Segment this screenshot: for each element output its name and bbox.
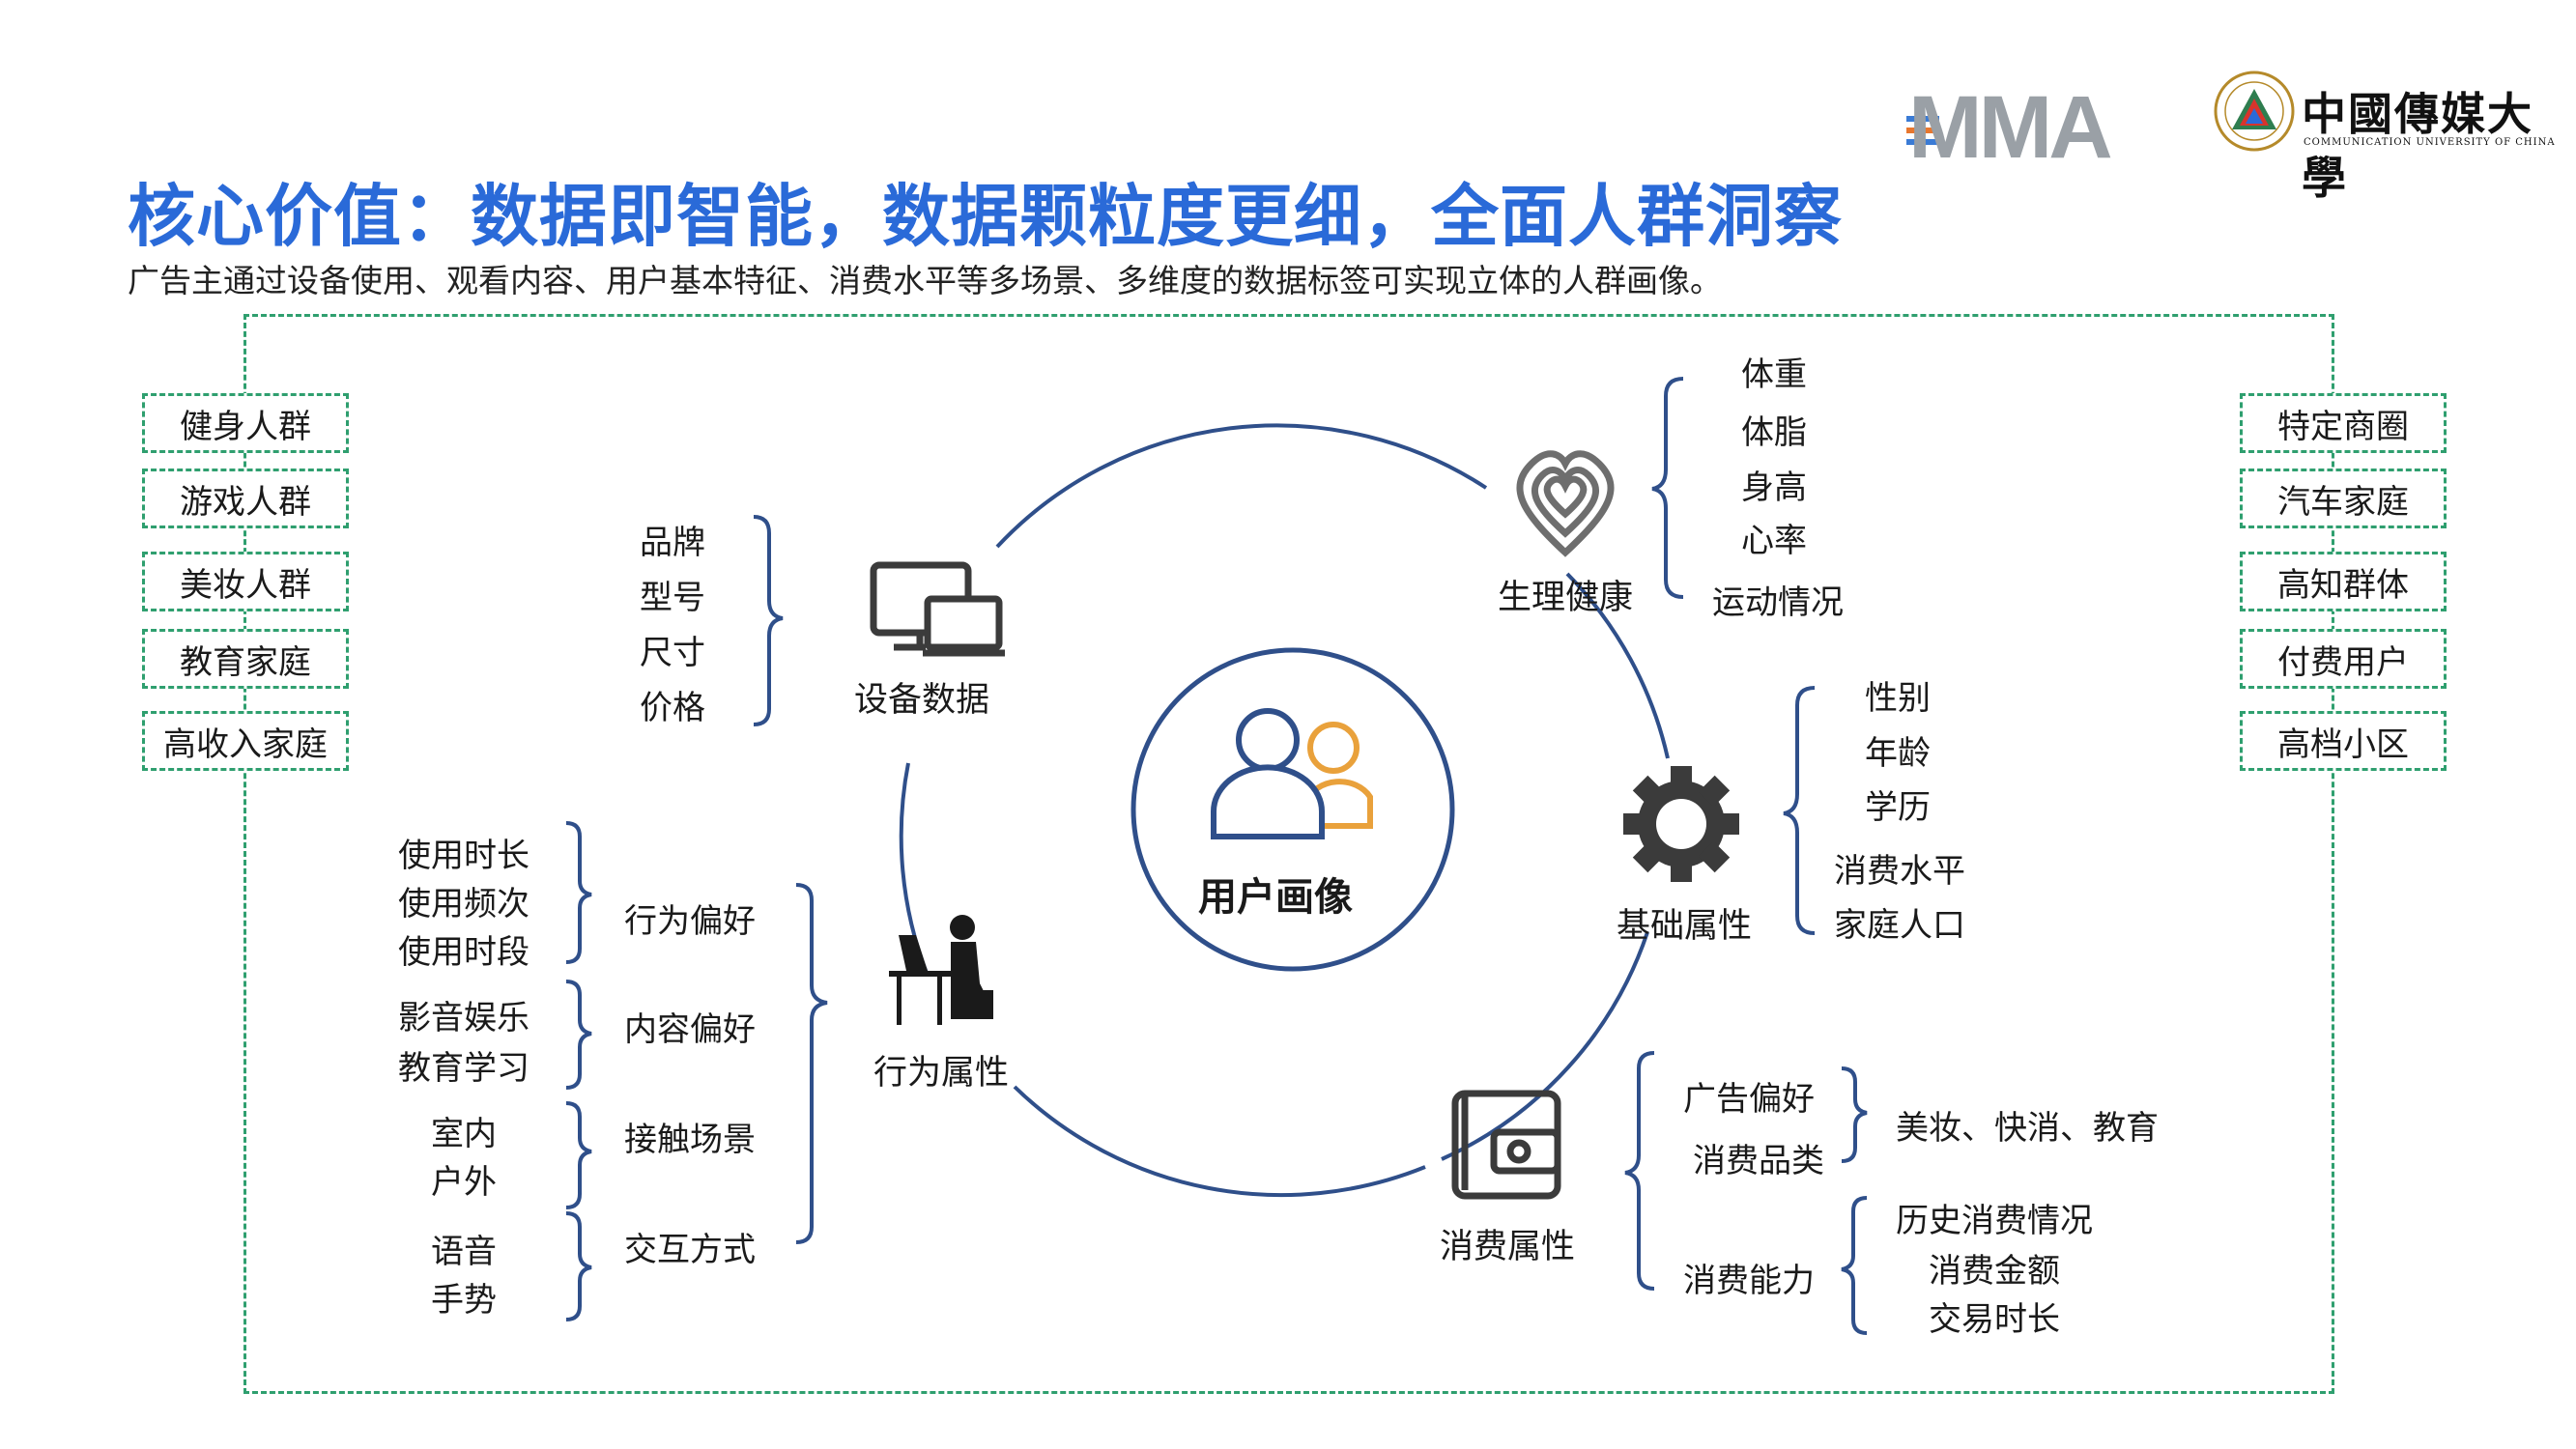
consumption-category-items: 美妆、快消、教育 xyxy=(1896,1109,2159,1148)
consumption-ability-item: 消费金额 xyxy=(1929,1252,2060,1291)
behavior-item: 使用时长 xyxy=(398,837,530,875)
consumption-ability-item: 历史消费情况 xyxy=(1896,1202,2093,1240)
health-item: 体重 xyxy=(1741,355,1807,394)
left-tag: 游戏人群 xyxy=(142,469,349,528)
devices-icon xyxy=(870,561,1005,657)
behavior-group-label: 行为偏好 xyxy=(624,902,756,941)
left-tag: 美妆人群 xyxy=(142,552,349,611)
behavior-item: 使用频次 xyxy=(398,885,530,923)
behavior-item: 影音娱乐 xyxy=(398,999,530,1037)
device-item: 品牌 xyxy=(640,524,705,562)
brackets xyxy=(565,377,1868,1335)
right-tag: 高知群体 xyxy=(2240,552,2447,611)
consumption-category: 消费品类 xyxy=(1693,1142,1824,1180)
page-title: 核心价值：数据即智能，数据颗粒度更细，全面人群洞察 xyxy=(128,177,1843,256)
behavior-group-label: 交互方式 xyxy=(624,1231,756,1269)
heart-icon xyxy=(1516,450,1615,557)
basic-item: 家庭人口 xyxy=(1834,906,1965,945)
right-tag: 高档小区 xyxy=(2240,711,2447,771)
device-item: 价格 xyxy=(640,689,705,727)
health-item: 身高 xyxy=(1741,469,1807,507)
right-tag: 付费用户 xyxy=(2240,629,2447,689)
basic-item: 学历 xyxy=(1865,788,1931,827)
basic-item: 性别 xyxy=(1865,679,1931,718)
basic-item: 年龄 xyxy=(1865,734,1931,773)
consumption-ad-pref: 广告偏好 xyxy=(1683,1080,1815,1119)
device-item: 型号 xyxy=(640,579,705,617)
consumption-ability-item: 交易时长 xyxy=(1929,1300,2060,1339)
behavior-item: 语音 xyxy=(431,1233,497,1271)
basic-item: 消费水平 xyxy=(1834,852,1965,891)
gear-icon xyxy=(1623,766,1739,882)
mma-logo-bars xyxy=(1906,116,1939,145)
mma-logo: MMA xyxy=(1908,78,2113,177)
center-label: 用户画像 xyxy=(1198,875,1353,920)
right-tag: 特定商圈 xyxy=(2240,393,2447,453)
cuc-logo-english: COMMUNICATION UNIVERSITY OF CHINA xyxy=(2304,137,2556,148)
basic-label: 基础属性 xyxy=(1617,907,1753,946)
left-tag: 高收入家庭 xyxy=(142,711,349,771)
diagram-frame xyxy=(243,314,2334,1394)
wallet-icon xyxy=(1451,1090,1561,1200)
right-tag: 汽车家庭 xyxy=(2240,469,2447,528)
behavior-label: 行为属性 xyxy=(873,1054,1010,1093)
cuc-logo-name: 中國傳媒大學 xyxy=(2302,88,2533,204)
health-item: 运动情况 xyxy=(1712,583,1844,622)
behavior-item: 室内 xyxy=(431,1115,497,1153)
behavior-item: 教育学习 xyxy=(398,1049,530,1088)
behavior-item: 户外 xyxy=(431,1163,497,1202)
device-item: 尺寸 xyxy=(640,634,705,672)
device-label: 设备数据 xyxy=(854,681,990,720)
behavior-group-label: 接触场景 xyxy=(624,1121,756,1159)
behavior-item: 使用时段 xyxy=(398,933,530,972)
behavior-item: 手势 xyxy=(431,1281,497,1320)
health-label: 生理健康 xyxy=(1498,579,1634,617)
health-item: 心率 xyxy=(1741,522,1807,560)
health-item: 体脂 xyxy=(1741,413,1807,452)
inner-circle xyxy=(1131,647,1455,972)
laptop-user-icon xyxy=(889,915,993,1025)
page-subtitle: 广告主通过设备使用、观看内容、用户基本特征、消费水平等多场景、多维度的数据标签可… xyxy=(128,262,1722,299)
left-tag: 教育家庭 xyxy=(142,629,349,689)
consumption-label: 消费属性 xyxy=(1440,1228,1576,1266)
left-tag: 健身人群 xyxy=(142,393,349,453)
outer-ring xyxy=(899,423,1670,1198)
behavior-group-label: 内容偏好 xyxy=(624,1010,756,1049)
consumption-ability: 消费能力 xyxy=(1683,1262,1815,1300)
users-icon xyxy=(1211,708,1373,839)
cuc-seal-icon xyxy=(2214,71,2295,152)
